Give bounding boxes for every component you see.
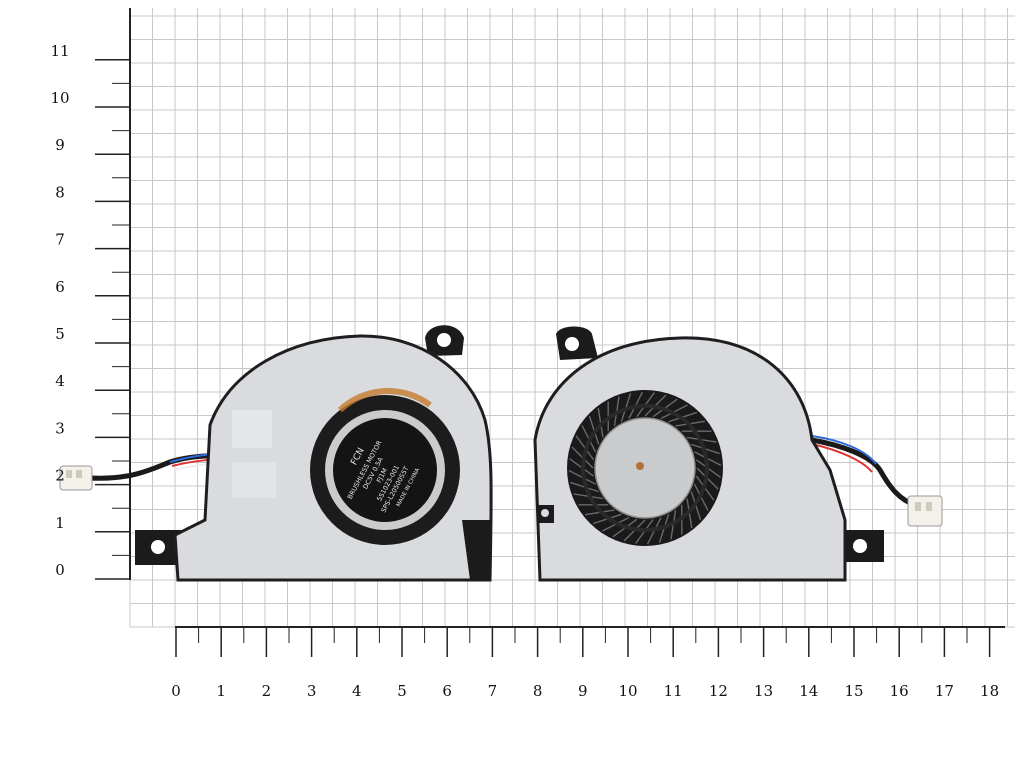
right-fan-cable	[811, 437, 916, 508]
x-axis-ticks	[175, 627, 991, 657]
right-fan	[533, 326, 943, 582]
x-axis-label: 7	[488, 682, 498, 700]
x-axis-label: 2	[262, 682, 272, 700]
x-axis-label: 3	[307, 682, 317, 700]
x-axis-label: 14	[799, 682, 818, 700]
x-axis-label: 5	[397, 682, 407, 700]
y-axis-label: 8	[55, 183, 65, 201]
y-axis-label: 7	[55, 231, 65, 249]
x-axis-label: 16	[890, 682, 909, 700]
y-axis-label: 3	[55, 419, 65, 437]
y-axis-label: 10	[50, 89, 69, 107]
left-fan-connector	[59, 465, 93, 491]
x-axis-label: 13	[754, 682, 773, 700]
x-axis-label: 12	[709, 682, 728, 700]
y-axis-label: 5	[55, 325, 65, 343]
x-axis-label: 0	[171, 682, 181, 700]
y-axis-label: 11	[50, 42, 69, 60]
y-axis-label: 2	[55, 467, 65, 485]
y-axis-labels: 0 1 2 3 4 5 6 7 8 9 10 11	[50, 42, 69, 579]
x-axis-label: 8	[533, 682, 543, 700]
y-axis-label: 4	[55, 372, 65, 390]
x-axis-label: 15	[844, 682, 863, 700]
y-axis-label: 6	[55, 278, 65, 296]
right-fan-hub	[594, 417, 696, 519]
y-axis-label: 9	[55, 136, 65, 154]
y-axis-ticks	[95, 59, 130, 580]
x-axis-label: 6	[442, 682, 452, 700]
right-fan-connector	[907, 495, 943, 527]
x-axis-label: 17	[935, 682, 954, 700]
x-axis-label: 18	[980, 682, 999, 700]
left-fan-sticker	[333, 418, 437, 522]
x-axis-label: 11	[664, 682, 683, 700]
x-axis-label: 4	[352, 682, 362, 700]
y-axis-label: 0	[55, 561, 65, 579]
x-axis-label: 10	[618, 682, 637, 700]
y-axis-label: 1	[55, 514, 65, 532]
x-axis-label: 9	[578, 682, 588, 700]
left-fan: FCN BRUSHLESS MOTOR DC5V 0.5A FJ1M 5S102…	[59, 325, 493, 582]
x-axis-label: 1	[216, 682, 226, 700]
axes	[95, 8, 1005, 657]
